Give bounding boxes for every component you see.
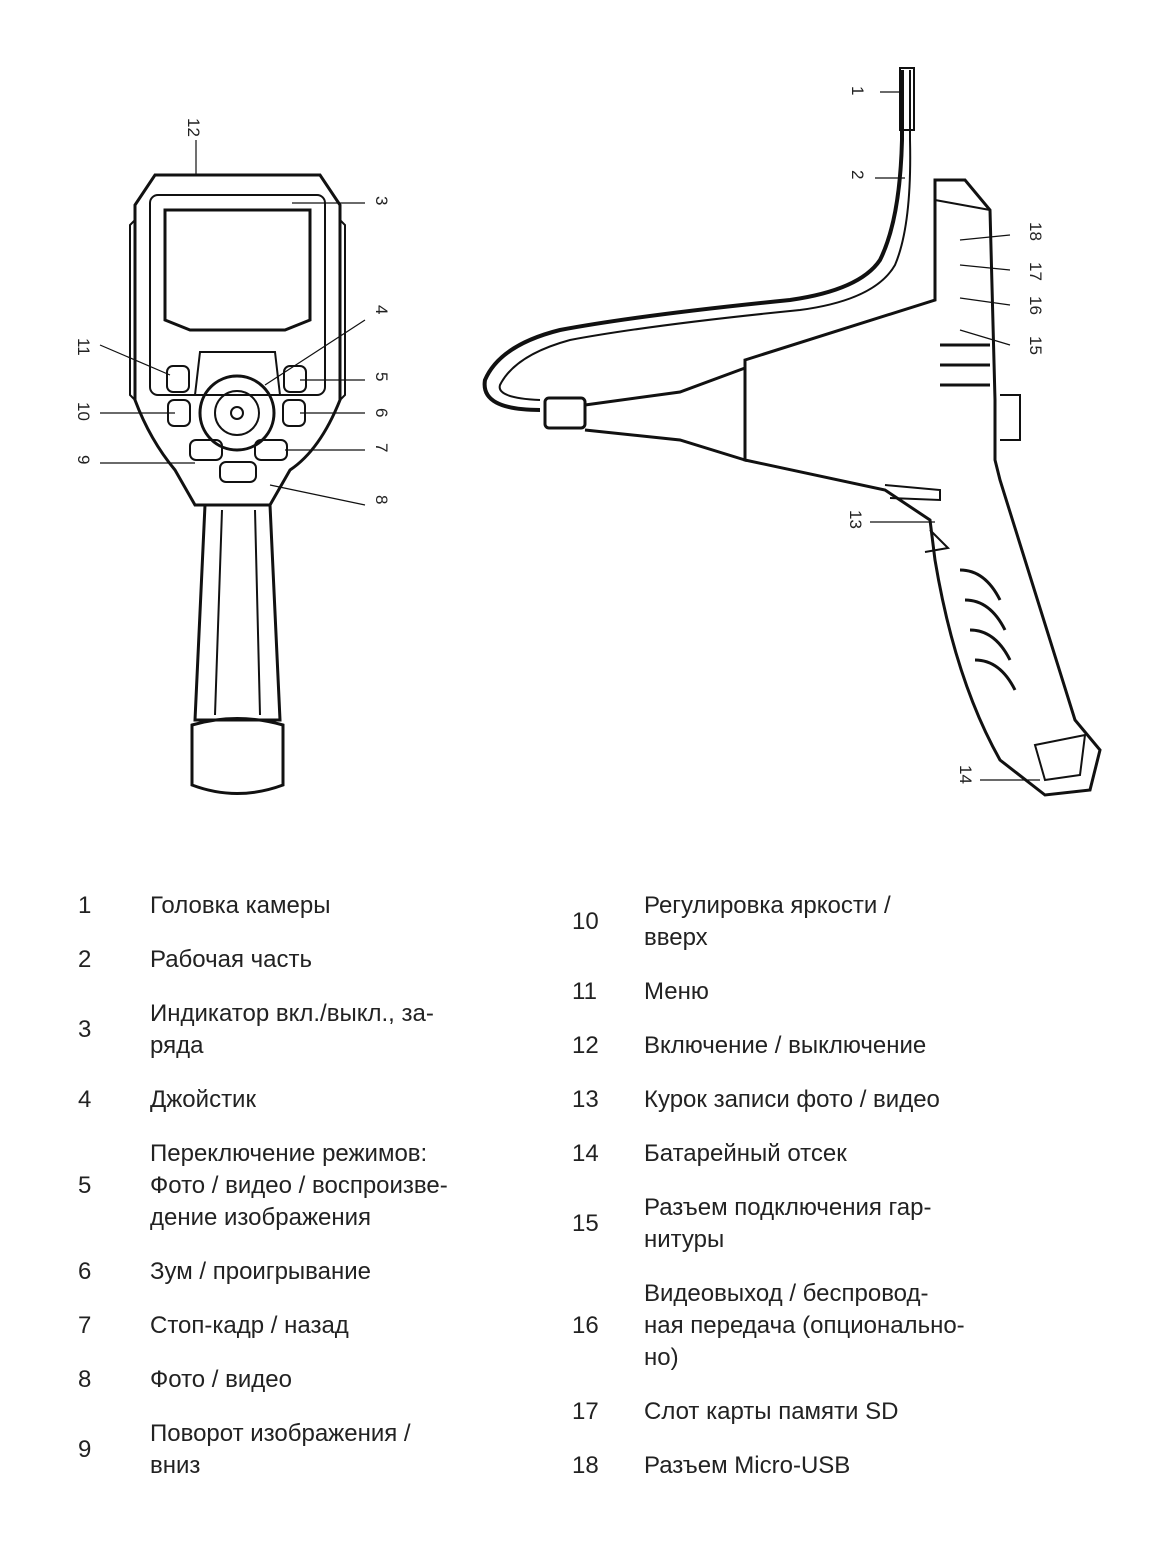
legend-text: Головка камеры [150,892,331,919]
callout-1: 1 [848,86,867,95]
legend-number: 7 [78,1312,92,1339]
legend-text: Стоп-кадр / назад [150,1312,349,1339]
legend-item: 15 Разъем подключения гар- нитуры [572,1192,1042,1256]
legend-item: 6 Зум / проигрывание [78,1256,528,1288]
legend-text: Фото / видео [150,1366,292,1393]
callout-18: 18 [1026,222,1045,241]
legend-text: Разъем подключения гар- нитуры [644,1194,932,1253]
legend-item: 14 Батарейный отсек [572,1138,1042,1170]
legend-item: 12 Включение / выключение [572,1030,1042,1062]
callout-2: 2 [848,170,867,179]
callout-10: 10 [74,402,93,421]
callout-6: 6 [372,408,391,417]
legend-number: 10 [572,908,599,935]
legend-number: 18 [572,1452,599,1479]
legend-text: Регулировка яркости / вверх [644,892,891,951]
legend-number: 9 [78,1436,92,1463]
legend-text: Поворот изображения / вниз [150,1420,411,1479]
callout-13: 13 [846,510,865,529]
callout-8: 8 [372,495,391,504]
legend-text: Меню [644,978,709,1005]
legend-number: 16 [572,1312,599,1339]
legend-item: 17 Слот карты памяти SD [572,1396,1042,1428]
legend-text: Зум / проигрывание [150,1258,372,1285]
callout-5: 5 [372,372,391,381]
legend-number: 4 [78,1086,92,1113]
legend-text: Джойстик [150,1086,256,1113]
legend-item: 10 Регулировка яркости / вверх [572,890,1042,954]
legend-number: 2 [78,946,92,973]
legend-text: Курок записи фото / видео [644,1086,940,1113]
leader-lines [99,91,1040,781]
legend-number: 3 [78,1016,92,1043]
callout-16: 16 [1026,296,1045,315]
callout-labels: 12 3 4 5 6 7 8 11 10 9 1 2 18 17 16 15 1… [74,86,1045,784]
legend-text: Индикатор вкл./выкл., за- ряда [150,1000,434,1059]
callout-14: 14 [956,765,975,784]
legend-item: 7 Стоп-кадр / назад [78,1310,528,1342]
side-view [482,67,1102,797]
callout-9: 9 [74,455,93,464]
legend-item: 4 Джойстик [78,1084,528,1116]
legend-number: 8 [78,1366,92,1393]
legend-text: Батарейный отсек [644,1140,847,1167]
callout-4: 4 [372,305,391,314]
legend-text: Включение / выключение [644,1032,927,1059]
legend-item: 11 Меню [572,976,1042,1008]
legend-item: 5 Переключение режимов: Фото / видео / во… [78,1138,528,1234]
legend-text: Слот карты памяти SD [644,1398,899,1425]
legend-text: Видеовыход / беспровод- ная передача (оп… [644,1280,965,1371]
callout-12: 12 [184,118,203,137]
legend-number: 14 [572,1140,599,1167]
legend-item: 8 Фото / видео [78,1364,528,1396]
legend-text: Переключение режимов: Фото / видео / вос… [150,1140,448,1231]
callout-17: 17 [1026,262,1045,281]
legend-text: Разъем Micro-USB [644,1452,851,1479]
front-view [129,173,346,795]
legend-number: 6 [78,1258,92,1285]
callout-11: 11 [74,338,93,356]
legend-number: 1 [78,892,92,919]
legend-left-column: 1 Головка камеры 2 Рабочая часть 3 Индикато… [78,890,528,1504]
legend-number: 13 [572,1086,599,1113]
callout-15: 15 [1026,336,1045,355]
legend-item: 16 Видеовыход / беспровод- ная передача (… [572,1278,1042,1374]
legend-number: 5 [78,1172,92,1199]
legend-item: 2 Рабочая часть [78,944,528,976]
legend-number: 12 [572,1032,599,1059]
callout-7: 7 [372,443,391,452]
legend-number: 17 [572,1398,599,1425]
callout-3: 3 [372,196,391,205]
legend-item: 3 Индикатор вкл./выкл., за- ряда [78,998,528,1062]
legend-item: 9 Поворот изображения / вниз [78,1418,528,1482]
legend-item: 1 Головка камеры [78,890,528,922]
legend-item: 18 Разъем Micro-USB [572,1450,1042,1482]
legend-number: 15 [572,1210,599,1237]
legend-number: 11 [572,978,597,1005]
legend-item: 13 Курок записи фото / видео [572,1084,1042,1116]
legend-text: Рабочая часть [150,946,312,973]
device-diagram: 12 3 4 5 6 7 8 11 10 9 1 2 18 17 16 15 1… [74,67,1102,797]
